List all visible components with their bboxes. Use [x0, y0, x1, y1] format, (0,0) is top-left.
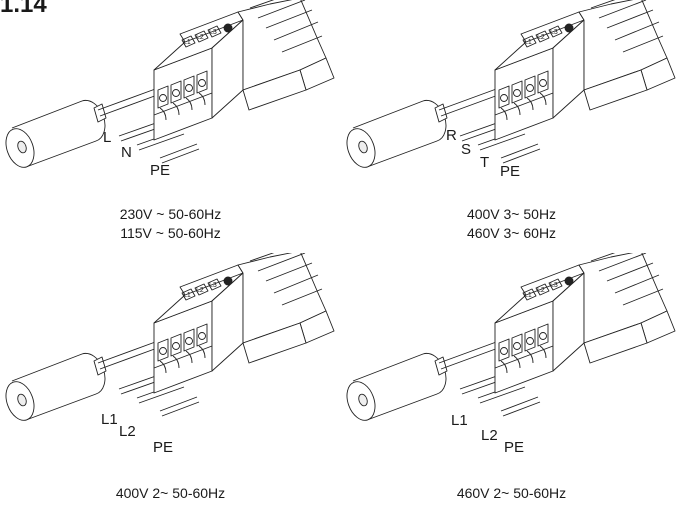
- wire-label-l2: L2: [481, 427, 498, 444]
- wire-label-s: S: [461, 141, 472, 158]
- caption: 460V 2~ 50-60Hz: [341, 484, 682, 503]
- caption: 400V 2~ 50-60Hz: [0, 484, 341, 503]
- wire-label-n: N: [121, 144, 132, 161]
- wire-label-pe: PE: [504, 439, 525, 456]
- wire-label-t: T: [480, 154, 490, 171]
- wire-label-l1: L1: [101, 411, 118, 428]
- caption-line-1: 230V ~ 50-60Hz: [119, 206, 222, 222]
- caption-line-2: 115V ~ 50-60Hz: [120, 225, 221, 241]
- wire-label-pe: PE: [500, 163, 521, 180]
- figure-label: 1.14: [0, 0, 47, 18]
- wire-label-pe: PE: [153, 439, 174, 456]
- wire-label-pe: PE: [150, 162, 171, 179]
- panel-two-phase-460v: L1 L2 PE 460V 2~ 50-60Hz: [341, 253, 682, 506]
- wire-label-l1: L1: [451, 412, 468, 429]
- panel-two-phase-400v: L1 L2 PE 400V 2~ 50-60Hz: [0, 253, 341, 506]
- caption: 400V 3~ 50Hz 460V 3~ 60Hz: [341, 205, 682, 243]
- caption-line-2: 460V 3~ 60Hz: [466, 225, 557, 241]
- connector-illustration: [341, 253, 676, 425]
- caption-line-1: 400V 2~ 50-60Hz: [115, 485, 226, 501]
- caption-line-1: 460V 2~ 50-60Hz: [456, 485, 567, 501]
- caption: 230V ~ 50-60Hz 115V ~ 50-60Hz: [0, 205, 341, 243]
- panel-single-phase: L N PE 230V ~ 50-60Hz 115V ~ 50-60Hz: [0, 0, 341, 253]
- wire-label-r: R: [446, 127, 457, 144]
- panel-three-phase: R S T PE 400V 3~ 50Hz 460V 3~ 60Hz: [341, 0, 682, 253]
- caption-line-1: 400V 3~ 50Hz: [466, 206, 557, 222]
- wire-label-l2: L2: [119, 423, 136, 440]
- wire-label-l: L: [103, 129, 112, 146]
- connector-illustration: [0, 253, 335, 425]
